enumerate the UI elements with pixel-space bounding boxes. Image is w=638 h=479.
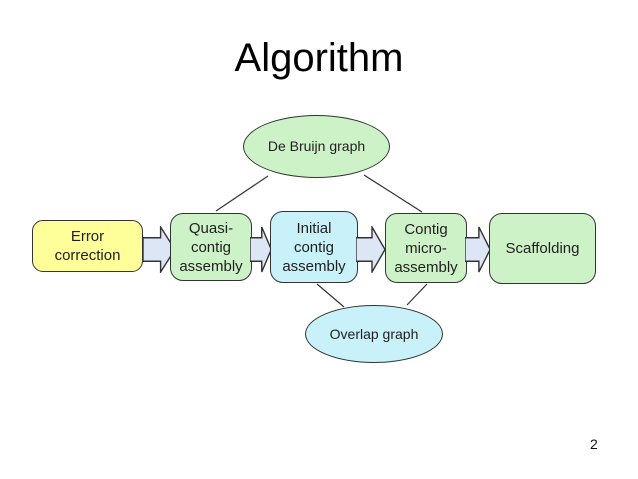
flow-arrow-icon	[143, 226, 176, 273]
slide-title: Algorithm	[234, 36, 404, 80]
flow-arrow-icon	[250, 226, 272, 273]
node-quasi-contig-assembly: Quasi- contig assembly	[170, 213, 252, 281]
page-number: 2	[590, 436, 598, 452]
node-scaffolding: Scaffolding	[489, 213, 596, 284]
node-label: Scaffolding	[505, 240, 580, 257]
ellipse-de-bruijn-graph: De Bruijn graph	[243, 115, 390, 178]
node-contig-micro-assembly: Contig micro- assembly	[385, 213, 467, 283]
node-initial-contig-assembly: Initial contig assembly	[270, 211, 358, 283]
node-label: Initial contig assembly	[282, 219, 346, 275]
node-error-correction: Error correction	[32, 220, 143, 272]
node-label: Quasi- contig assembly	[179, 219, 243, 275]
ellipse-label: De Bruijn graph	[267, 138, 366, 154]
node-label: Error correction	[54, 228, 121, 264]
flow-arrow-icon	[465, 226, 491, 273]
ellipse-overlap-graph: Overlap graph	[305, 305, 443, 363]
ellipse-label: Overlap graph	[329, 325, 419, 342]
connector-debruijn-to-quasi	[215, 175, 269, 212]
connector-micro-to-overlap	[406, 283, 428, 306]
node-label: Contig micro- assembly	[394, 220, 458, 276]
connector-initial-to-overlap	[316, 283, 345, 308]
flow-arrow-icon	[356, 226, 386, 273]
connector-debruijn-to-micro	[363, 174, 423, 213]
